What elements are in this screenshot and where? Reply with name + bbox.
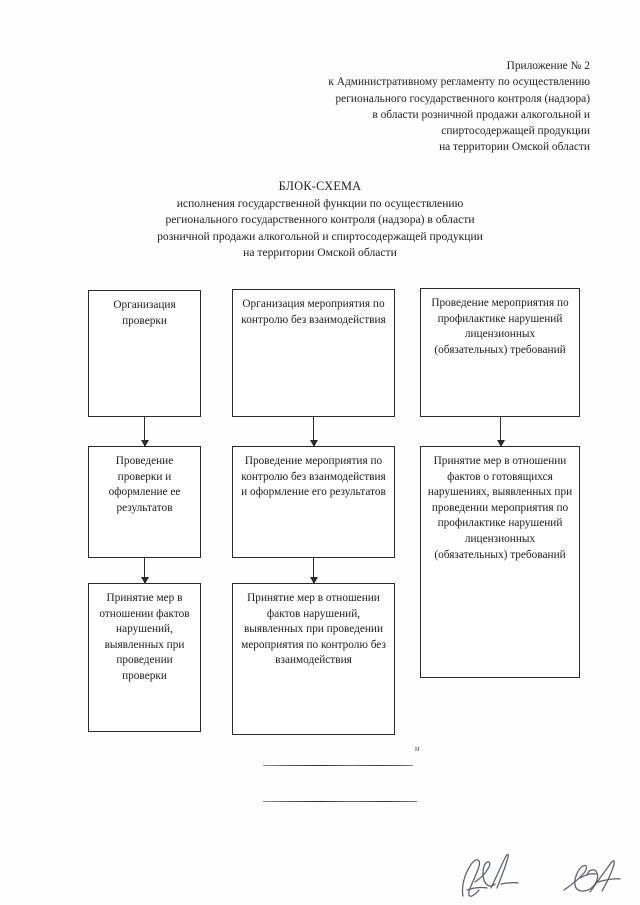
flow-node-label: Проведение мероприятия по контролю без в… bbox=[241, 455, 386, 499]
flow-node-label: Организация мероприятия по контролю без … bbox=[241, 298, 386, 326]
flow-node-label: Проведение мероприятия по профилактике н… bbox=[431, 297, 569, 356]
appendix-header: Приложение № 2 к Административному регла… bbox=[250, 58, 590, 156]
handwritten-signature bbox=[560, 858, 632, 900]
title-line-2: регионального государственного контроля … bbox=[165, 213, 475, 227]
arrow-down-icon bbox=[309, 558, 318, 584]
handwritten-signature bbox=[455, 852, 545, 900]
arrow-down-icon bbox=[496, 417, 505, 447]
flow-node-measures-inspection-violations: Принятие мер в отношении фактов нарушени… bbox=[88, 583, 201, 732]
arrow-down-icon bbox=[309, 417, 318, 447]
flow-node-measures-no-interaction-violations: Принятие мер в отношении фактов нарушени… bbox=[232, 583, 395, 735]
flow-node-measures-planned-violations: Принятие мер в отношении фактов о готовя… bbox=[420, 446, 580, 678]
flow-node-label: Принятие мер в отношении фактов о готовя… bbox=[427, 455, 573, 561]
header-line-6: на территории Омской области bbox=[439, 141, 590, 154]
title-line-3: розничной продажи алкогольной и спиртосо… bbox=[157, 229, 483, 243]
flow-node-organization-of-no-interaction-event: Организация мероприятия по контролю без … bbox=[232, 289, 395, 417]
arrow-down-icon bbox=[140, 558, 149, 584]
flow-node-label: Принятие мер в отношении фактов нарушени… bbox=[241, 592, 386, 667]
flow-node-organization-of-inspection: Организация проверки bbox=[88, 290, 201, 417]
flow-node-conduct-inspection-and-results: Проведение проверки и оформление ее резу… bbox=[88, 446, 201, 558]
header-line-2: к Административному регламенту по осущес… bbox=[328, 76, 590, 89]
header-line-4: в области розничной продажи алкогольной … bbox=[372, 108, 590, 121]
header-line-5: спиртосодержащей продукции bbox=[441, 125, 590, 138]
title-line-1: исполнения государственной функции по ос… bbox=[176, 196, 464, 210]
header-line-1: Приложение № 2 bbox=[506, 60, 590, 72]
stray-mark: н bbox=[415, 744, 420, 753]
signature-rule-line bbox=[263, 765, 413, 766]
flow-node-conduct-no-interaction-event-and-results: Проведение мероприятия по контролю без в… bbox=[232, 446, 395, 558]
flow-node-label: Организация проверки bbox=[113, 299, 176, 327]
header-line-3: регионального государственного контроля … bbox=[335, 92, 590, 105]
document-title-block: БЛОК-СХЕМА исполнения государственной фу… bbox=[60, 178, 580, 262]
arrow-down-icon bbox=[140, 417, 149, 447]
flow-node-label: Проведение проверки и оформление ее резу… bbox=[108, 455, 181, 514]
page-title: БЛОК-СХЕМА bbox=[278, 179, 362, 193]
flow-node-label: Принятие мер в отношении фактов нарушени… bbox=[99, 592, 190, 682]
signature-rule-line bbox=[263, 801, 417, 802]
title-line-4: на территории Омской области bbox=[243, 246, 397, 260]
flow-node-prevention-event: Проведение мероприятия по профилактике н… bbox=[420, 288, 580, 417]
